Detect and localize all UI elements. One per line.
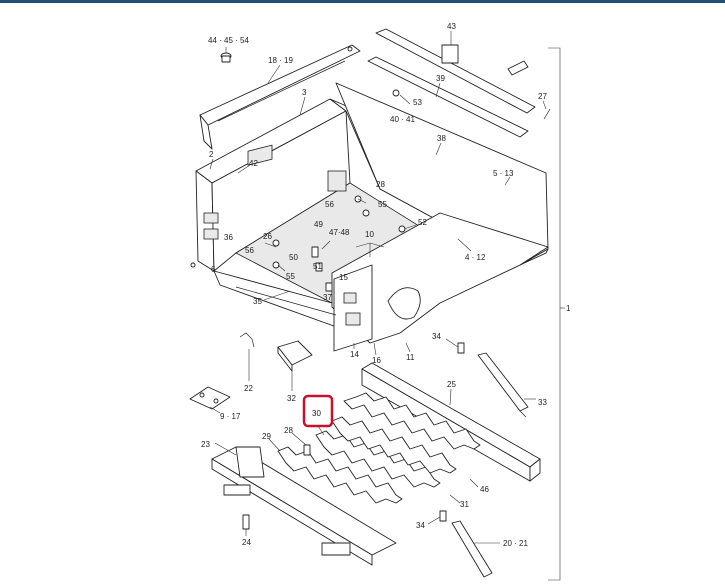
label-16[interactable]: 16 xyxy=(372,356,381,365)
part-32-bracket[interactable] xyxy=(277,340,313,372)
label-42[interactable]: 42 xyxy=(249,159,258,168)
label-2[interactable]: 2 xyxy=(209,150,214,159)
label-56b[interactable]: 56 xyxy=(245,246,254,255)
label-55b[interactable]: 55 xyxy=(286,272,295,281)
bed-body[interactable] xyxy=(195,82,549,352)
label-6[interactable]: 6 xyxy=(211,265,216,274)
label-29[interactable]: 29 xyxy=(262,432,271,441)
crossmember-46[interactable] xyxy=(343,392,481,450)
label-27[interactable]: 27 xyxy=(538,92,547,101)
highlight-box-30 xyxy=(302,394,334,428)
label-53[interactable]: 53 xyxy=(413,98,422,107)
rail-43[interactable] xyxy=(375,28,536,114)
label-28b[interactable]: 28 xyxy=(284,426,293,435)
part-labels: 44 · 45 · 54 18 · 19 43 3 39 53 40 · 41 … xyxy=(201,22,571,548)
crossmember-31[interactable] xyxy=(331,416,457,474)
bolt-28b[interactable] xyxy=(303,444,311,456)
label-38[interactable]: 38 xyxy=(437,134,446,143)
label-26[interactable]: 26 xyxy=(263,232,272,241)
label-3[interactable]: 3 xyxy=(302,88,307,97)
label-51[interactable]: 51 xyxy=(313,262,322,271)
label-56a[interactable]: 56 xyxy=(325,200,334,209)
leader-lines xyxy=(209,31,547,544)
bolt-34b[interactable] xyxy=(439,510,447,522)
label-10[interactable]: 10 xyxy=(365,230,374,239)
label-44-45-54[interactable]: 44 · 45 · 54 xyxy=(208,36,249,45)
label-32[interactable]: 32 xyxy=(287,394,296,403)
label-37[interactable]: 37 xyxy=(323,293,332,302)
label-46[interactable]: 46 xyxy=(480,485,489,494)
label-11[interactable]: 11 xyxy=(406,353,415,362)
label-34a[interactable]: 34 xyxy=(432,332,441,341)
crossmember-30[interactable] xyxy=(315,430,441,488)
label-23[interactable]: 23 xyxy=(201,440,210,449)
sill-23[interactable] xyxy=(211,446,397,566)
bolt-24[interactable] xyxy=(242,514,250,530)
part-1-bracket xyxy=(548,47,565,581)
label-52[interactable]: 52 xyxy=(418,218,427,227)
label-49[interactable]: 49 xyxy=(314,220,323,229)
bolt-34a[interactable] xyxy=(457,342,465,354)
label-34b[interactable]: 34 xyxy=(416,521,425,530)
label-1[interactable]: 1 xyxy=(566,304,571,313)
rail-39[interactable] xyxy=(367,56,529,138)
label-47-48[interactable]: 47·48 xyxy=(329,228,350,237)
crossmember-29[interactable] xyxy=(277,446,403,504)
label-25[interactable]: 25 xyxy=(447,380,456,389)
bar-20-21[interactable] xyxy=(451,520,493,578)
label-55a[interactable]: 55 xyxy=(378,200,387,209)
label-50[interactable]: 50 xyxy=(289,253,298,262)
label-28a[interactable]: 28 xyxy=(376,180,385,189)
label-4-12[interactable]: 4 · 12 xyxy=(465,253,486,262)
part-44-45-54-plug[interactable] xyxy=(220,52,232,63)
label-35[interactable]: 35 xyxy=(253,297,262,306)
label-40-41[interactable]: 40 · 41 xyxy=(390,115,415,124)
label-9-17[interactable]: 9 · 17 xyxy=(220,412,241,421)
part-9-17-plate[interactable] xyxy=(189,386,231,410)
part-22-clip[interactable] xyxy=(239,332,255,348)
bar-33[interactable] xyxy=(477,352,529,418)
label-24[interactable]: 24 xyxy=(242,538,251,547)
label-43[interactable]: 43 xyxy=(447,22,456,31)
label-22[interactable]: 22 xyxy=(244,384,253,393)
small-fasteners[interactable] xyxy=(190,89,406,292)
part-27-pin[interactable] xyxy=(543,108,551,120)
label-14[interactable]: 14 xyxy=(350,350,359,359)
label-39[interactable]: 39 xyxy=(436,74,445,83)
rail-18-19[interactable] xyxy=(199,44,361,150)
label-33[interactable]: 33 xyxy=(538,398,547,407)
top-bar xyxy=(0,0,725,3)
label-5-13[interactable]: 5 · 13 xyxy=(493,169,514,178)
label-30[interactable]: 30 xyxy=(312,409,321,418)
front-arrow-icon xyxy=(507,60,529,76)
label-15[interactable]: 15 xyxy=(339,273,348,282)
exploded-parts-diagram: 44 · 45 · 54 18 · 19 43 3 39 53 40 · 41 … xyxy=(189,22,571,581)
label-18-19[interactable]: 18 · 19 xyxy=(268,56,293,65)
label-31[interactable]: 31 xyxy=(460,500,469,509)
label-36[interactable]: 36 xyxy=(224,233,233,242)
label-20-21[interactable]: 20 · 21 xyxy=(503,539,528,548)
